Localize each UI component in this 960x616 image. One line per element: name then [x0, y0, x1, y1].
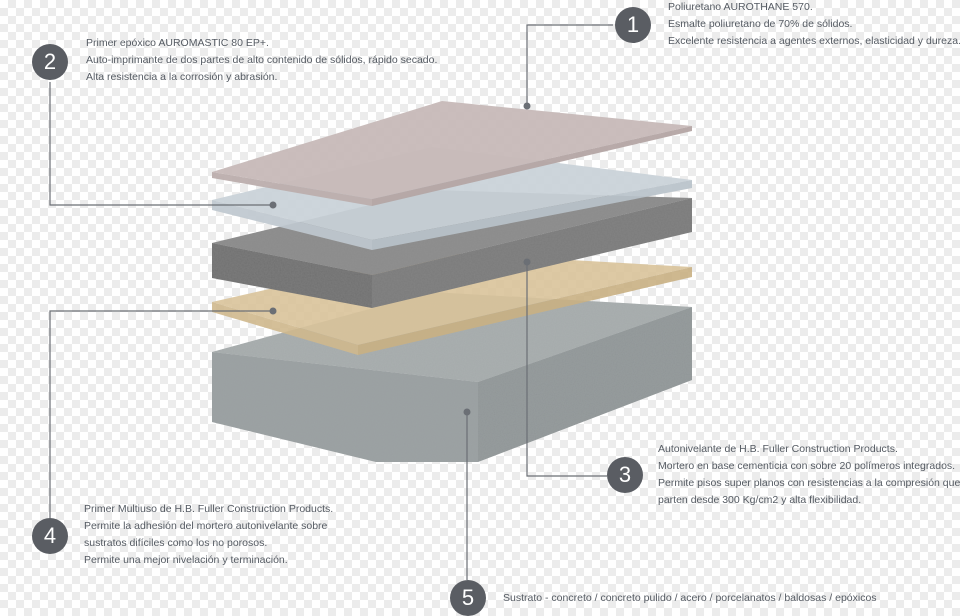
- leader-line-3: [526, 262, 607, 477]
- callout-text-4: Primer Multiuso de H.B. Fuller Construct…: [84, 501, 333, 569]
- callout-1-line-2: Esmalte poliuretano de 70% de sólidos.: [668, 18, 853, 30]
- polyurethane-edge: [372, 126, 692, 206]
- callout-3-line-4: parten desde 300 Kg/cm2 y alta flexibili…: [658, 494, 862, 506]
- callout-badge-2: 2: [32, 44, 68, 80]
- leader-dot-5: [463, 408, 471, 416]
- callout-2-line-2: Auto-imprimante de dos partes de alto co…: [86, 54, 438, 66]
- leader-dot-1: [523, 102, 531, 110]
- primer-edge: [358, 267, 692, 355]
- callout-text-1: Poliuretano AUROTHANE 570. Esmalte poliu…: [668, 0, 960, 50]
- callout-1-line-3: Excelente resistencia a agentes externos…: [668, 35, 960, 47]
- epoxy-top: [212, 147, 692, 240]
- callout-3-line-2: Mortero en base cementicia con sobre 20 …: [658, 460, 956, 472]
- layer-substrate: [212, 292, 692, 462]
- primer-front: [212, 302, 358, 355]
- epoxy-front: [212, 200, 372, 250]
- leader-line-4: [49, 310, 273, 518]
- substrate-front: [212, 352, 478, 462]
- callout-2-line-3: Alta resistencia a la corrosión y abrasi…: [86, 71, 278, 83]
- mortar-side: [372, 198, 692, 308]
- leader-dot-3: [523, 258, 531, 266]
- callout-text-2: Primer epóxico AUROMASTIC 80 EP+. Auto-i…: [86, 35, 437, 86]
- leader-dot-4: [269, 307, 277, 315]
- callout-badge-5: 5: [450, 580, 486, 616]
- callout-4-line-3: sustratos difíciles como los no porosos.: [84, 537, 268, 549]
- callout-3-line-1: Autonivelante de H.B. Fuller Constructio…: [658, 443, 898, 455]
- callout-4-line-4: Permite una mejor nivelación y terminaci…: [84, 554, 288, 566]
- callout-badge-3: 3: [607, 457, 643, 493]
- leader-lines: [49, 24, 613, 580]
- layer-epoxy-primer: [212, 147, 692, 250]
- leader-dot-2: [269, 201, 277, 209]
- callout-4-line-2: Permite la adhesión del mortero autonive…: [84, 520, 328, 532]
- callout-text-5: Sustrato - concreto / concreto pulido / …: [503, 590, 877, 607]
- substrate-top: [212, 292, 692, 382]
- callout-3-line-3: Permite pisos super planos con resistenc…: [658, 477, 960, 489]
- polyurethane-front: [212, 172, 372, 206]
- callout-2-line-1: Primer epóxico AUROMASTIC 80 EP+.: [86, 37, 269, 49]
- leader-dots: [269, 102, 531, 416]
- epoxy-edge: [372, 180, 692, 250]
- leader-line-2: [49, 82, 273, 206]
- leader-line-1: [526, 24, 613, 106]
- callout-text-3: Autonivelante de H.B. Fuller Constructio…: [658, 441, 960, 509]
- callout-badge-4: 4: [32, 518, 68, 554]
- mortar-front: [212, 243, 372, 308]
- polyurethane-top: [212, 101, 692, 199]
- callout-5-line-1: Sustrato - concreto / concreto pulido / …: [503, 592, 877, 604]
- callout-4-line-1: Primer Multiuso de H.B. Fuller Construct…: [84, 503, 334, 515]
- callout-badge-1: 1: [615, 7, 651, 43]
- callout-1-line-1: Poliuretano AUROTHANE 570.: [668, 1, 813, 13]
- substrate-side: [478, 307, 692, 462]
- layer-polyurethane: [212, 101, 692, 206]
